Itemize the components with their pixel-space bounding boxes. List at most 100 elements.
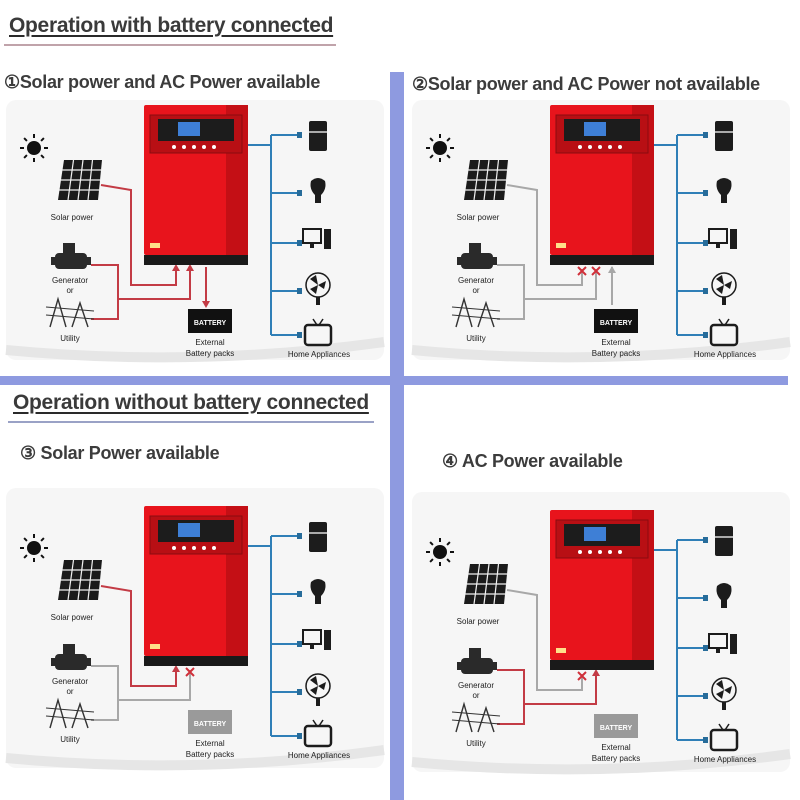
inverter-button [588,550,592,554]
plug-icon [703,737,708,743]
battery-caption-line1: External [601,338,631,347]
appliances-label: Home Appliances [694,755,756,764]
utility-wire [91,700,119,721]
input-arrow [592,669,600,676]
battery-badge: BATTERY [194,721,227,728]
warning-label [556,648,566,653]
utility-tower-icon [451,296,501,328]
light-bulb-icon [310,178,326,203]
plug-icon [297,190,302,196]
horizontal-separator [0,376,788,385]
battery-icon: BATTERY [594,714,638,738]
inverter-button [598,145,602,149]
battery-arrow [202,301,210,308]
inverter-button [202,145,206,149]
battery-body [594,714,638,738]
light-bulb-icon [310,579,326,604]
lcd-screen [584,122,606,136]
battery-badge: BATTERY [600,320,633,327]
plug-icon [297,689,302,695]
battery-icon: BATTERY [188,710,232,734]
computer-icon [708,228,737,249]
section-underline [8,421,374,423]
inverter-button [578,145,582,149]
utility-wire [91,299,119,320]
inverter [144,506,248,666]
generator-label: Generator [458,681,494,690]
plug-icon [703,190,708,196]
warning-label [150,644,160,649]
or-label: or [472,691,479,700]
computer-icon [302,228,331,249]
inverter-button [172,145,176,149]
light-bulb-icon [716,583,732,608]
utility-label: Utility [60,735,80,744]
fridge-icon [715,121,733,151]
inverter-button [182,145,186,149]
solar-wire [506,184,583,286]
utility-label: Utility [466,739,486,748]
inverter-base [550,660,654,670]
solar-label: Solar power [457,213,500,222]
panel-shadow [411,749,791,775]
generator-icon [51,644,91,670]
warning-label [150,243,160,248]
utility-wire [497,299,525,320]
plug-icon [297,533,302,539]
or-label: or [472,286,479,295]
inverter-button [588,145,592,149]
solar-wire [506,589,583,691]
fridge-icon [309,121,327,151]
section-title-without-battery: Operation without battery connected [13,391,369,414]
inverter-button [192,145,196,149]
panel-shadow [5,337,385,363]
tv-icon [709,723,739,752]
plug-icon [297,288,302,294]
plug-icon [297,132,302,138]
panel-title-4: ④ AC Power available [442,451,623,471]
input-arrow [186,264,194,271]
solar-panel-icon [464,563,508,605]
inverter-button [618,550,622,554]
fridge-icon [715,526,733,556]
appliances-label: Home Appliances [288,751,350,760]
panel-shadow [411,337,791,363]
solar-wire [100,585,177,687]
inverter-button [608,550,612,554]
plug-icon [703,332,708,338]
section-underline [4,44,336,46]
solar-label: Solar power [51,213,94,222]
battery-caption-line2: Battery packs [186,349,234,358]
inverter-button [598,550,602,554]
panel-title-3: ③ Solar Power available [20,443,220,463]
inverter-button [192,546,196,550]
generator-label: Generator [52,677,88,686]
inverter-button [202,546,206,550]
battery-badge: BATTERY [194,320,227,327]
appliances-label: Home Appliances [288,350,350,359]
diagram-panel-3: Solar powerGeneratororUtilityBATTERYExte… [5,488,385,771]
fan-icon [305,673,331,706]
inverter [550,105,654,265]
generator-icon [457,648,497,674]
inverter-button [578,550,582,554]
sun-icon [20,134,48,162]
utility-tower-icon [451,701,501,733]
vertical-separator [390,72,404,800]
battery-icon: BATTERY [188,309,232,333]
input-arrow [172,264,180,271]
solar-wire [100,184,177,286]
battery-caption-line1: External [195,739,225,748]
battery-caption-line2: Battery packs [592,349,640,358]
generator-label: Generator [52,276,88,285]
utility-tower-icon [45,697,95,729]
inverter [144,105,248,265]
generator-icon [51,243,91,269]
utility-tower-icon [45,296,95,328]
blocked-x-mark [185,667,195,677]
inverter-base [144,656,248,666]
inverter-base [550,255,654,265]
diagram-panel-1: Solar powerGeneratororUtilityBATTERYExte… [5,100,385,363]
fan-icon [711,677,737,710]
plug-icon [297,641,302,647]
